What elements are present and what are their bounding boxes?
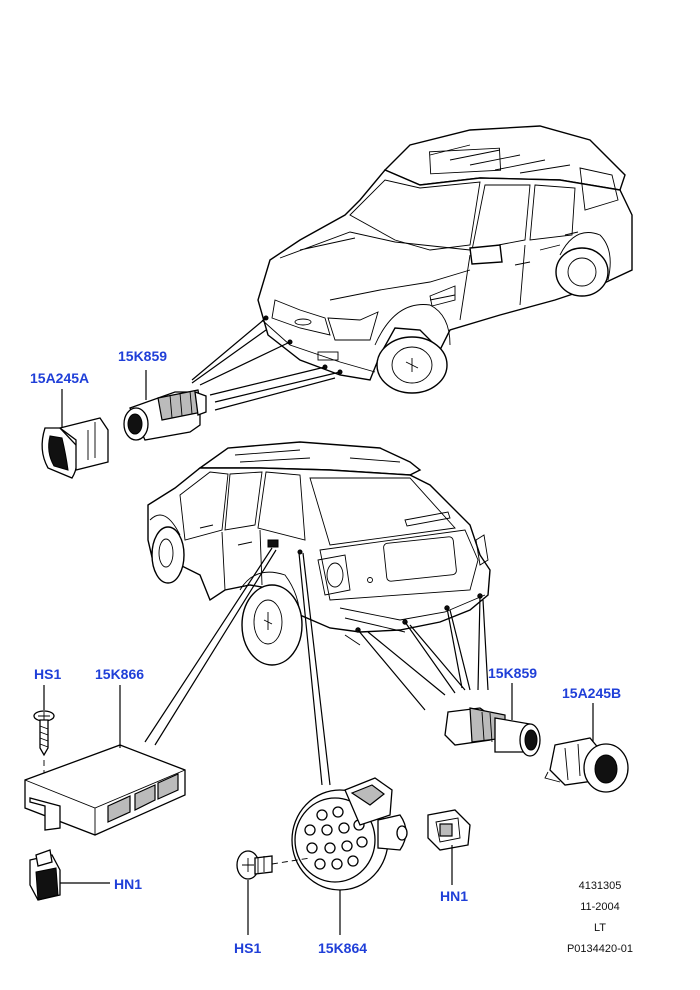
callout-rear-bracket: 15A245B — [562, 685, 622, 701]
nut-hn1-left — [29, 849, 110, 901]
rear-vehicle-illustration — [147, 441, 491, 666]
reference-number: 4131305 — [578, 880, 622, 892]
callout-module: 15K866 — [95, 666, 145, 682]
callout-sounder: 15K864 — [318, 940, 368, 956]
callout-hn1-left: HN1 — [114, 876, 143, 892]
parking-aid-module-15K866 — [24, 685, 186, 836]
module-leader-lines — [144, 547, 277, 746]
callout-hs1-bottom: HS1 — [234, 940, 262, 956]
nut-hn1-right — [427, 809, 471, 885]
reference-illustration-id: P0134420-01 — [566, 943, 634, 955]
front-sensor-bracket-15A245A — [41, 389, 109, 479]
rear-sensor-bracket-15A245B — [544, 703, 629, 793]
rear-sensor-leader-lines — [357, 595, 489, 711]
parking-aid-sounder-15K864 — [291, 777, 408, 935]
callout-front-bracket: 15A245A — [30, 370, 90, 386]
screw-hs1-bottom — [236, 850, 311, 935]
callout-front-sensor: 15K859 — [118, 348, 168, 364]
callout-hn1-right: HN1 — [440, 888, 469, 904]
rear-parking-sensor-15K859 — [444, 683, 541, 757]
callout-rear-sensor: 15K859 — [488, 665, 538, 681]
reference-side: LT — [593, 922, 607, 934]
sounder-leader-lines — [298, 552, 331, 786]
screw-hs1-left — [33, 685, 55, 800]
front-parking-sensor-15K859 — [123, 370, 207, 441]
callout-hs1-left: HS1 — [34, 666, 62, 682]
reference-date: 11-2004 — [580, 901, 620, 913]
front-sensor-leader-lines — [191, 317, 341, 411]
front-vehicle-illustration — [257, 125, 633, 394]
